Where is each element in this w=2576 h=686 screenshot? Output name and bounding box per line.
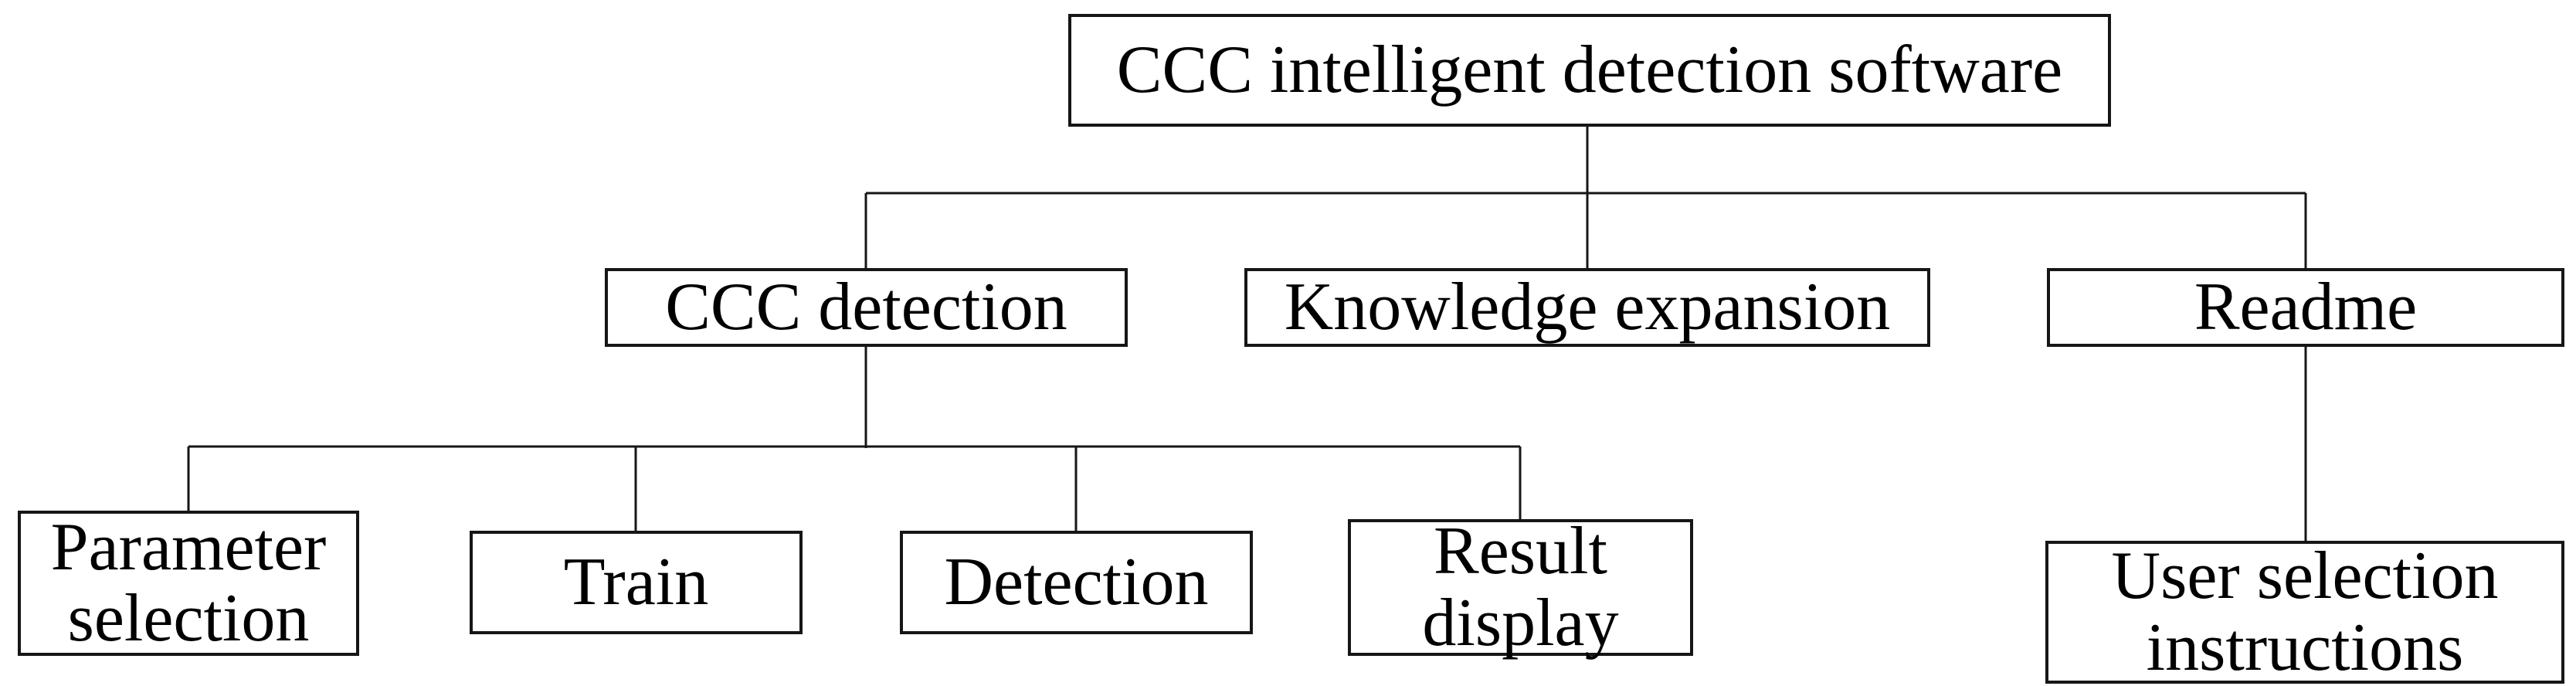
node-root-ccc-intelligent-detection-software: CCC intelligent detection software	[1068, 14, 2111, 127]
node-parameter-selection: Parameter selection	[18, 511, 359, 656]
node-ccc-detection: CCC detection	[605, 268, 1128, 347]
node-train: Train	[470, 531, 803, 634]
node-knowledge-expansion: Knowledge expansion	[1244, 268, 1930, 347]
node-readme: Readme	[2047, 268, 2564, 347]
node-result-display: Result display	[1348, 515, 1693, 658]
node-user-selection-instructions: User selection instructions	[2045, 540, 2564, 684]
node-detection: Detection	[900, 531, 1253, 634]
